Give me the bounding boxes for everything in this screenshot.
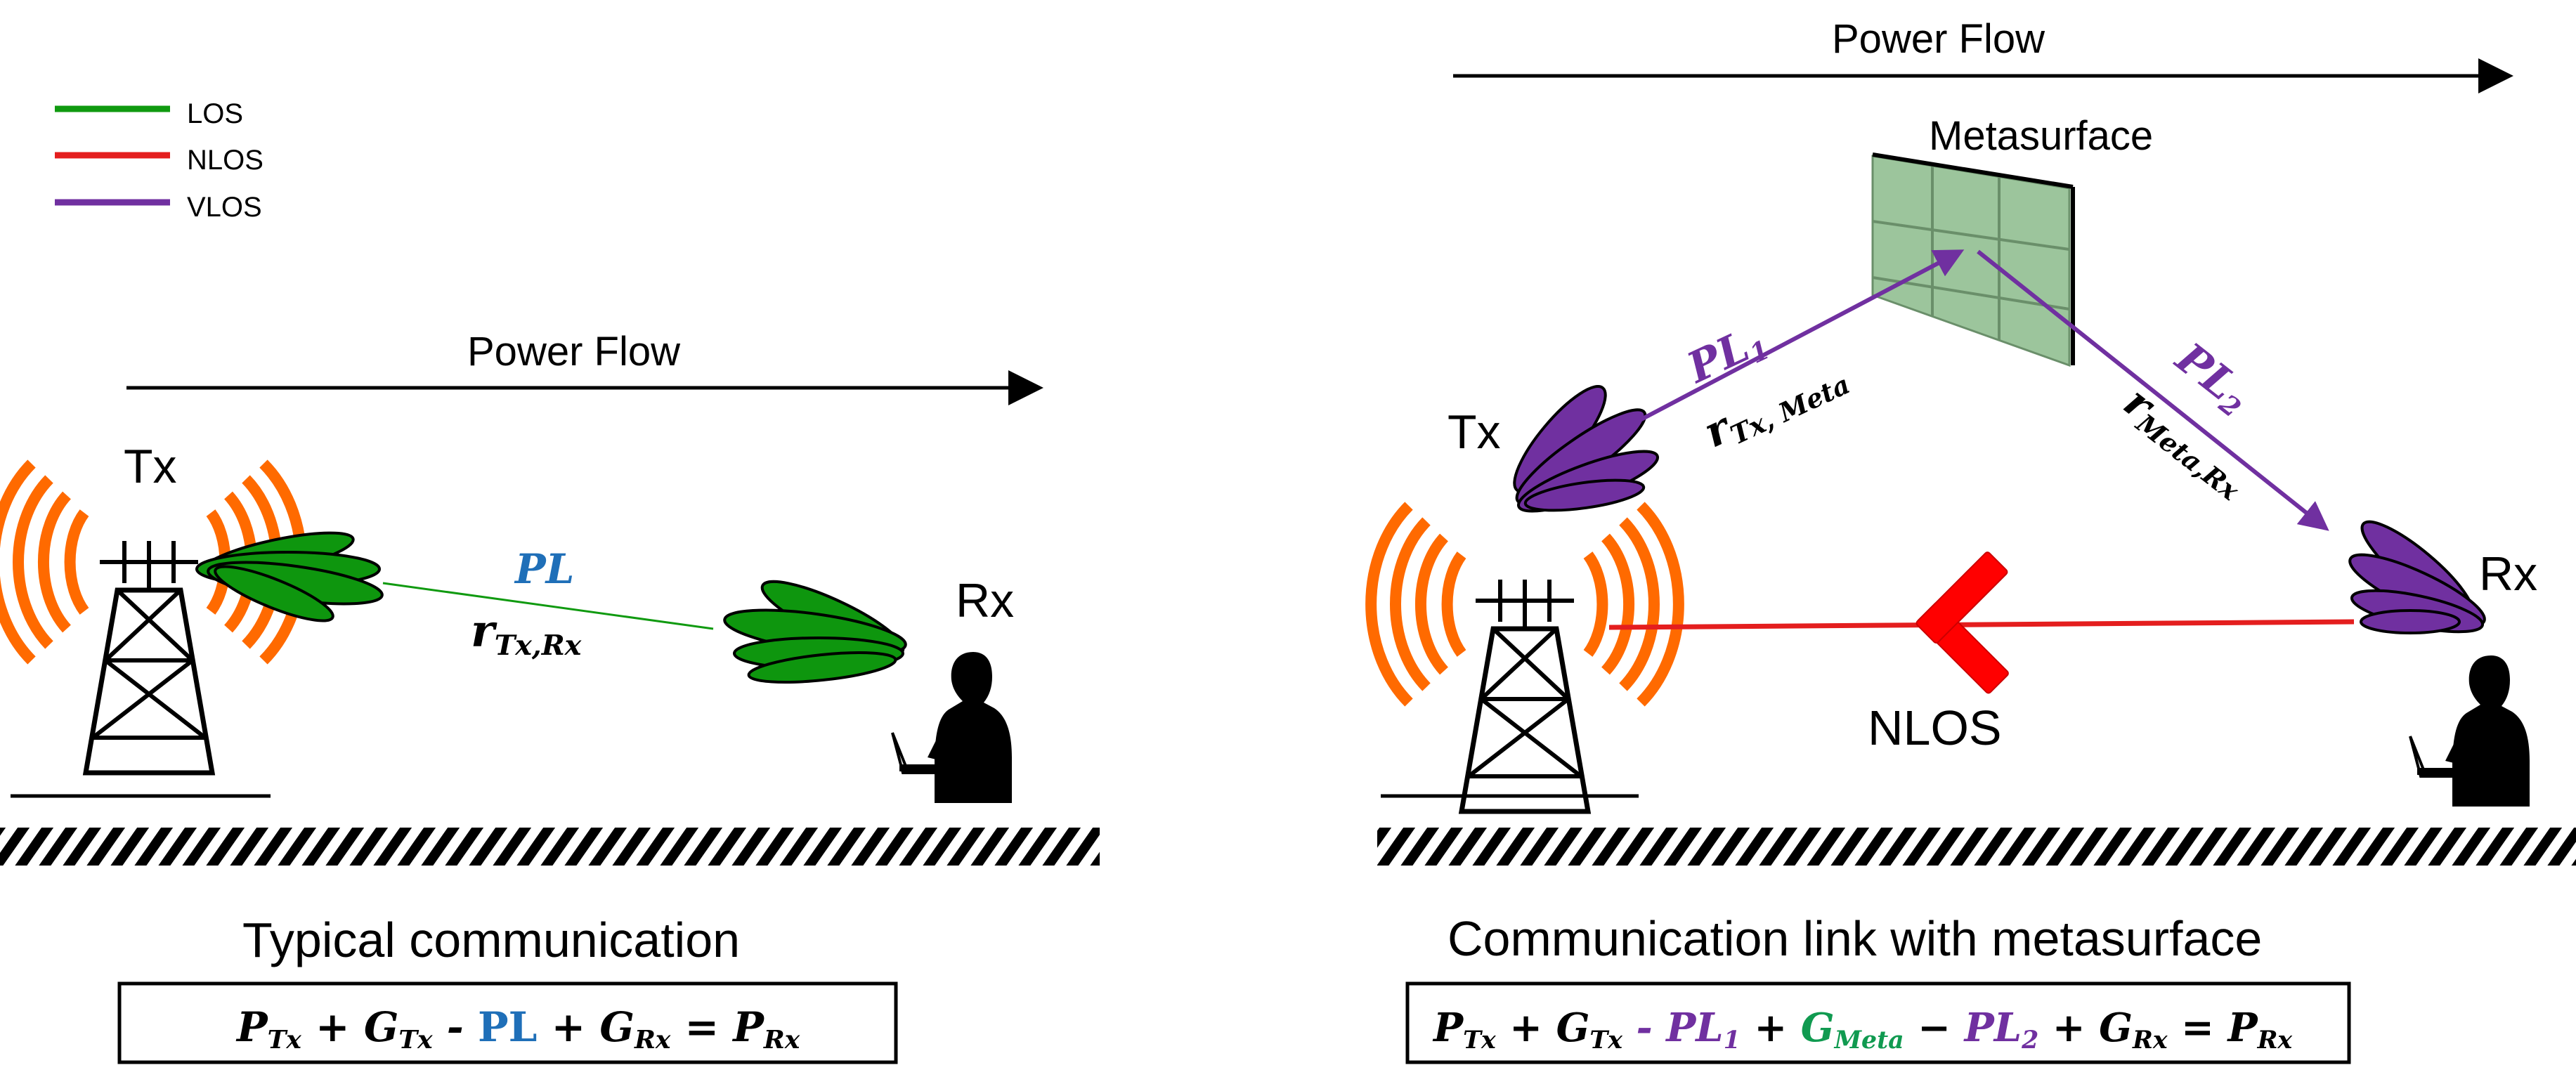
left-equation: PTx + GTx - PL + GRx = PRx — [235, 1003, 800, 1055]
right-equation-box — [1405, 981, 2351, 1064]
left-rx-user-silhouette — [891, 651, 1013, 804]
legend-label-los: LOS — [187, 98, 243, 129]
metasurface-panel — [1871, 152, 2075, 367]
pl1-label: PL1 — [1679, 315, 1774, 396]
right-tx-beam-lobes — [1513, 385, 1660, 513]
right-rx-label: Rx — [2479, 547, 2537, 601]
metasurface-label: Metasurface — [1929, 113, 2153, 159]
left-tx-label: Tx — [124, 440, 177, 493]
legend: LOS NLOS VLOS — [55, 98, 264, 223]
right-antenna-waves — [1365, 502, 1684, 707]
left-rx-beam-lobes — [723, 580, 907, 684]
right-power-flow-label: Power Flow — [1832, 16, 2045, 62]
right-caption: Communication link with metasurface — [1448, 911, 2262, 966]
left-power-flow-label: Power Flow — [467, 329, 681, 374]
nlos-link — [1608, 619, 2355, 630]
right-panel: Power Flow Metasurface Tx — [1365, 16, 2576, 1064]
right-rx-user-silhouette — [2409, 654, 2531, 808]
right-rx-beam-lobes — [2348, 520, 2486, 634]
left-ground-hatch — [0, 828, 1100, 866]
left-tx-tower — [86, 541, 212, 773]
legend-label-vlos: VLOS — [187, 192, 262, 223]
left-pl-label: PL — [514, 545, 574, 593]
left-equation-box — [117, 981, 898, 1064]
right-tx-tower — [1462, 580, 1588, 811]
left-caption: Typical communication — [242, 913, 740, 967]
right-equation: PTx + GTx - PL1 + GMeta − PL2 + GRx = PR… — [1432, 1005, 2293, 1055]
left-tx-beam-lobes — [195, 531, 384, 622]
left-panel: Power Flow Tx Rx PL rTx,Rx — [0, 329, 1100, 1064]
right-ground-hatch — [1377, 828, 2576, 866]
left-r-label: rTx,Rx — [471, 605, 583, 662]
nlos-blocked-x-icon — [1915, 551, 2009, 694]
left-rx-label: Rx — [956, 574, 1014, 627]
nlos-label: NLOS — [1868, 700, 2002, 755]
right-tx-label: Tx — [1448, 405, 1501, 459]
legend-label-nlos: NLOS — [187, 145, 264, 176]
vlos-link-meta-to-rx — [1977, 249, 2329, 531]
left-los-link — [382, 582, 714, 630]
vlos-link-tx-to-meta — [1636, 249, 1965, 424]
